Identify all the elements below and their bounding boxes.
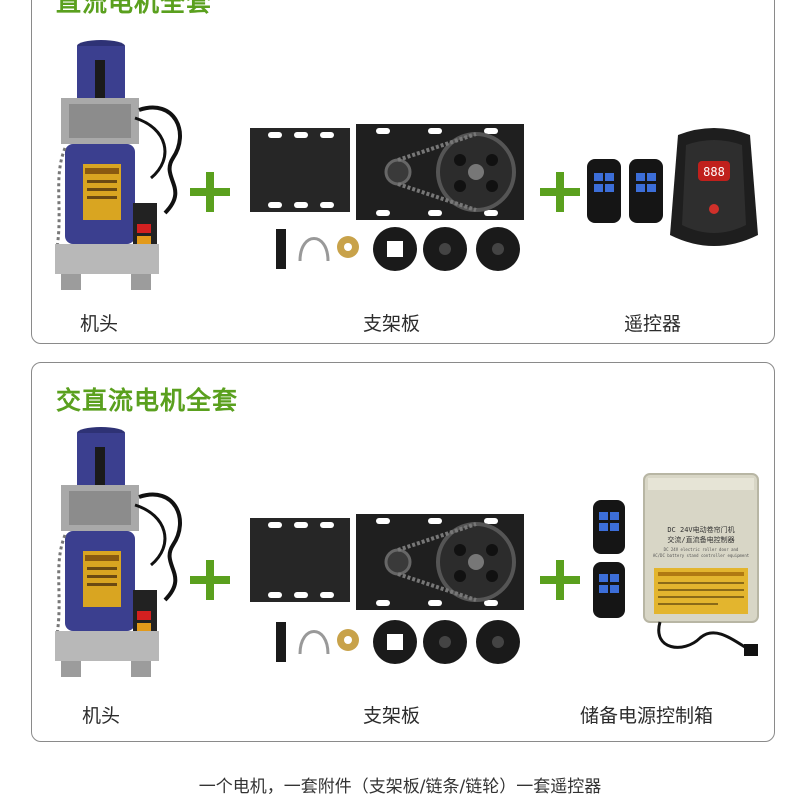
caption-bracket: 支架板 [363,705,421,727]
caption-control: 储备电源控制箱 [580,705,714,727]
box-label-line: 交流/直流备电控制器 [667,535,734,544]
receiver-display: 888 [703,165,725,179]
plus-icon [190,172,230,212]
parts-image [276,227,520,271]
box-label-line: DC 24V electric roller door and [664,547,739,552]
motor-image [55,427,182,677]
remote-control-image [587,159,663,223]
bracket-plate-image [250,514,524,610]
set-title: 直流电机全套 [56,0,213,17]
footer-note: 一个电机，一套附件（支架板/链条/链轮）一套遥控器 [198,777,602,797]
remote-control-image [593,500,625,618]
motor-image [55,40,182,290]
box-label-line: DC 24V电动卷帘门机 [667,525,734,534]
caption-control: 遥控器 [624,313,682,335]
receiver-box-image: 888 [670,128,758,246]
caption-bracket: 支架板 [363,313,421,335]
set-title: 交直流电机全套 [56,386,239,415]
bracket-plate-image [250,124,524,220]
plus-icon [540,560,580,600]
caption-motor: 机头 [80,313,119,335]
plus-icon [540,172,580,212]
caption-motor: 机头 [82,705,121,727]
parts-image [276,620,520,664]
backup-power-box-image: DC 24V电动卷帘门机 交流/直流备电控制器 DC 24V electric … [643,473,759,656]
box-label-line: AC/DC battery stand controller equipment [653,553,750,558]
plus-icon [190,560,230,600]
